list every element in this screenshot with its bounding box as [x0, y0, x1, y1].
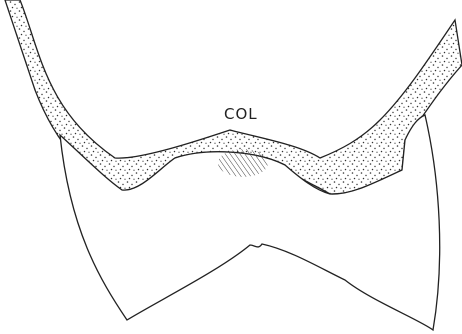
hatched-contact-area	[218, 149, 268, 177]
col-label: COL	[224, 105, 258, 123]
